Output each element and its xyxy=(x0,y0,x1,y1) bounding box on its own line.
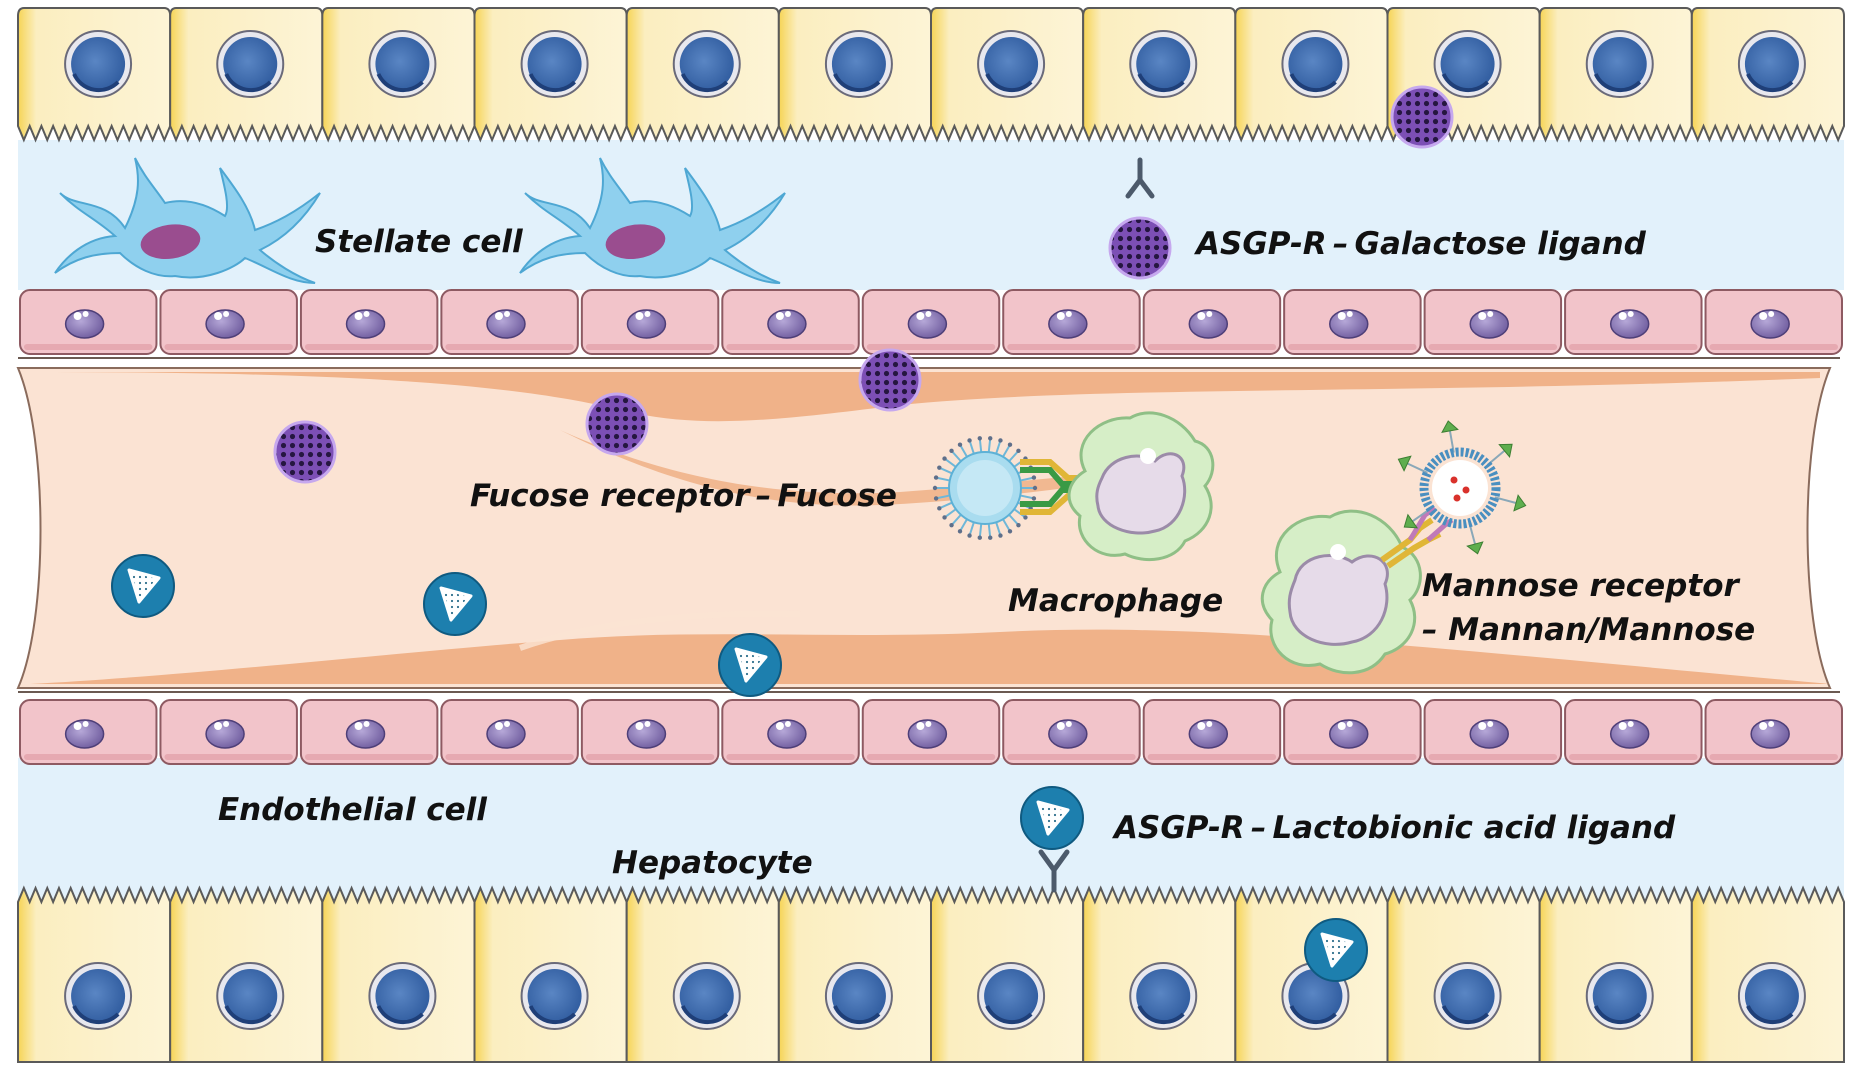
endothelial-cell xyxy=(580,699,720,765)
blood-flow-upper xyxy=(30,372,1820,422)
endothelial-cell xyxy=(1002,699,1141,765)
endothelial-row-bottom xyxy=(19,699,1843,765)
hepatocyte-cell xyxy=(1538,885,1693,1063)
lactobionic-nanoparticle-5 xyxy=(1304,918,1368,982)
endothelial-cell xyxy=(580,289,720,355)
space-of-disse-bottom xyxy=(18,758,1844,908)
lactobionic-nanoparticle-4 xyxy=(1020,786,1084,850)
galactose-nanoparticle-3 xyxy=(858,348,922,412)
endothelial-cell xyxy=(1423,699,1563,765)
hepatocyte-cell xyxy=(625,885,780,1063)
hepatocyte-cell xyxy=(1690,885,1845,1063)
label-mannose-receptor-2: – Mannan/Mannose xyxy=(1422,612,1755,648)
fucose-nanoparticle xyxy=(932,436,1038,540)
endothelial-cell xyxy=(1142,699,1282,765)
endothelial-cell xyxy=(861,699,1001,765)
hepatocyte-cell xyxy=(777,7,932,143)
asgp-r-receptor-top xyxy=(1125,157,1155,199)
endothelial-cell xyxy=(159,289,298,355)
label-endothelial-cell: Endothelial cell xyxy=(218,792,487,828)
hepatocyte-cell xyxy=(473,7,628,143)
hepatocyte-cell xyxy=(1690,7,1845,143)
endothelial-cell xyxy=(1002,289,1141,355)
label-macrophage: Macrophage xyxy=(1008,583,1223,619)
endothelial-cell xyxy=(1564,289,1703,355)
blood-flow-highlight xyxy=(519,610,801,651)
galactose-nanoparticle-5 xyxy=(273,420,337,484)
endothelial-cell xyxy=(440,699,579,765)
label-asgp-r-lactobionic: ASGP-R – Lactobionic acid ligand xyxy=(1111,810,1676,846)
blood-flow-mid xyxy=(560,430,1200,506)
label-fucose-receptor: Fucose receptor – Fucose xyxy=(470,478,897,514)
galactose-nanoparticle-1 xyxy=(1390,85,1454,149)
endothelial-cell xyxy=(1704,289,1843,355)
macrophage-1 xyxy=(1067,411,1215,562)
endothelial-cell xyxy=(299,699,439,765)
endothelial-cell xyxy=(440,289,579,355)
hepatocyte-cell xyxy=(473,885,628,1063)
endothelial-cell xyxy=(721,289,860,355)
stellate-cell-1 xyxy=(54,157,321,284)
label-asgp-r-galactose: ASGP-R – Galactose ligand xyxy=(1193,226,1647,262)
galactose-nanoparticle-4 xyxy=(585,392,649,456)
mannose-nanoparticle xyxy=(1397,420,1527,555)
hepatocyte-cell xyxy=(930,7,1085,143)
hepatocyte-cell xyxy=(1082,885,1237,1063)
hepatocyte-cell xyxy=(1234,7,1389,143)
endothelial-cell xyxy=(1704,699,1843,765)
hepatocyte-cell xyxy=(321,885,476,1063)
blood-flow-lower xyxy=(30,629,1830,684)
hepatocyte-cell xyxy=(169,885,324,1063)
hepatocyte-row-bottom xyxy=(17,885,1845,1063)
stellate-cell-2 xyxy=(519,157,786,284)
hepatocyte-cell xyxy=(1234,885,1389,1063)
endothelial-row-top xyxy=(19,289,1843,355)
endothelial-cell xyxy=(19,289,158,355)
endothelial-cell xyxy=(861,289,1001,355)
endothelial-cell xyxy=(1283,289,1422,355)
lactobionic-nanoparticle-1 xyxy=(111,554,175,618)
galactose-nanoparticle-2 xyxy=(1108,216,1172,280)
hepatocyte-cell xyxy=(17,885,172,1063)
hepatocyte-cell xyxy=(1082,7,1237,143)
lactobionic-nanoparticle-2 xyxy=(423,572,487,636)
hepatocyte-cell xyxy=(930,885,1085,1063)
endothelial-cell xyxy=(1564,699,1703,765)
label-mannose-receptor-1: Mannose receptor xyxy=(1422,568,1740,604)
endothelial-cell xyxy=(299,289,439,355)
hepatocyte-cell xyxy=(17,7,172,143)
lactobionic-nanoparticle-3 xyxy=(718,633,782,697)
hepatocyte-cell xyxy=(321,7,476,143)
asgp-r-receptor-bottom xyxy=(1038,849,1070,893)
hepatocyte-cell xyxy=(169,7,324,143)
hepatocyte-cell xyxy=(1386,885,1541,1063)
macrophage-2 xyxy=(1260,509,1422,675)
endothelial-cell xyxy=(159,699,298,765)
endothelial-cell xyxy=(1142,289,1282,355)
hepatocyte-row-top xyxy=(17,7,1845,143)
label-hepatocyte: Hepatocyte xyxy=(612,845,813,881)
endothelial-cell xyxy=(721,699,860,765)
hepatocyte-cell xyxy=(625,7,780,143)
hepatocyte-cell xyxy=(1538,7,1693,143)
endothelial-cell xyxy=(1283,699,1422,765)
endothelial-cell xyxy=(19,699,158,765)
hepatocyte-cell xyxy=(777,885,932,1063)
space-of-disse-top xyxy=(18,140,1844,290)
endothelial-cell xyxy=(1423,289,1563,355)
label-stellate-cell: Stellate cell xyxy=(315,224,523,260)
